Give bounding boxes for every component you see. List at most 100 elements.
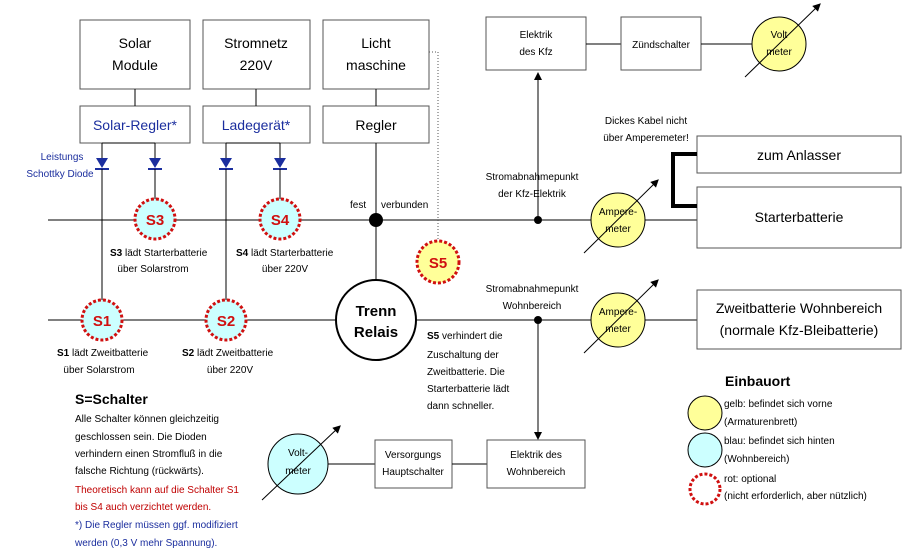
svg-text:meter: meter — [285, 466, 311, 477]
svg-text:S4: S4 — [271, 212, 290, 229]
svg-text:Starterbatterie lädt: Starterbatterie lädt — [427, 384, 509, 395]
svg-text:rot: optional: rot: optional — [724, 474, 776, 485]
svg-text:werden (0,3 V mehr Spannung).: werden (0,3 V mehr Spannung). — [74, 538, 217, 549]
svg-text:Elektrik des: Elektrik des — [510, 450, 562, 461]
svg-text:Solar-Regler*: Solar-Regler* — [93, 117, 178, 133]
legend-yellow: gelb: befindet sich vorne (Armaturenbret… — [687, 395, 833, 431]
svg-text:Starterbatterie: Starterbatterie — [755, 209, 844, 225]
diode-3 — [219, 158, 233, 170]
svg-text:Ladegerät*: Ladegerät* — [222, 117, 291, 133]
diode-4 — [273, 158, 287, 170]
svg-text:verbunden: verbunden — [381, 200, 428, 211]
svg-text:S5: S5 — [429, 255, 447, 272]
diode-1 — [95, 158, 109, 170]
s2-desc: S2 lädt Zweitbatterie — [182, 348, 274, 359]
svg-text:(normale Kfz-Bleibatterie): (normale Kfz-Bleibatterie) — [720, 322, 879, 338]
second-battery-box: Zweitbatterie Wohnbereich (normale Kfz-B… — [696, 289, 902, 350]
svg-text:fest: fest — [350, 200, 366, 211]
diode-2 — [148, 158, 162, 170]
svg-text:S1: S1 — [93, 313, 111, 330]
legend-red: rot: optional (nicht erforderlich, aber … — [688, 472, 867, 506]
svg-text:bis S4 auch verzichtet werden.: bis S4 auch verzichtet werden. — [75, 502, 211, 513]
main-switch-box: Versorgungs Hauptschalter — [374, 439, 453, 489]
alternator-regulator-box: Regler — [322, 105, 430, 144]
svg-text:Theoretisch kann auf die Schal: Theoretisch kann auf die Schalter S1 — [75, 485, 239, 496]
svg-text:über Amperemeter!: über Amperemeter! — [603, 133, 689, 144]
svg-text:über 220V: über 220V — [262, 264, 308, 275]
voltmeter-front: Volt meter — [744, 3, 821, 78]
switch-s2: S2 — [204, 298, 248, 342]
svg-text:über Solarstrom: über Solarstrom — [63, 365, 134, 376]
svg-text:220V: 220V — [240, 57, 273, 73]
s5-desc: S5 verhindert die — [427, 331, 503, 342]
svg-text:Versorgungs: Versorgungs — [385, 450, 441, 461]
svg-text:(Armaturenbrett): (Armaturenbrett) — [724, 417, 797, 428]
svg-text:Ampere-: Ampere- — [599, 207, 637, 218]
svg-text:meter: meter — [605, 224, 631, 235]
svg-text:Zündschalter: Zündschalter — [632, 40, 690, 51]
svg-text:Zuschaltung der: Zuschaltung der — [427, 350, 499, 361]
svg-text:Trenn: Trenn — [356, 303, 397, 320]
svg-text:Alle Schalter können gleichzei: Alle Schalter können gleichzeitig — [75, 414, 219, 425]
svg-text:Volt: Volt — [771, 30, 788, 41]
svg-text:(nicht erforderlich, aber nütz: (nicht erforderlich, aber nützlich) — [724, 491, 867, 502]
svg-text:geschlossen sein. Die Dioden: geschlossen sein. Die Dioden — [75, 432, 207, 443]
ammeter-wohn: Ampere- meter — [583, 279, 659, 354]
living-electrics-box: Elektrik des Wohnbereich — [486, 439, 586, 489]
svg-text:meter: meter — [605, 324, 631, 335]
svg-text:der Kfz-Elektrik: der Kfz-Elektrik — [498, 189, 567, 200]
svg-text:Schottky Diode: Schottky Diode — [26, 169, 94, 180]
svg-text:Elektrik: Elektrik — [520, 30, 554, 41]
svg-text:Wohnbereich: Wohnbereich — [503, 301, 562, 312]
charger-box: Ladegerät* — [202, 105, 311, 144]
switch-s3: S3 — [133, 197, 177, 241]
svg-text:über 220V: über 220V — [207, 365, 253, 376]
svg-text:falsche Richtung (rückwärts).: falsche Richtung (rückwärts). — [75, 466, 204, 477]
svg-text:Licht: Licht — [361, 35, 391, 51]
starter-box: zum Anlasser — [696, 135, 902, 174]
svg-text:Regler: Regler — [355, 117, 397, 133]
ignition-box: Zündschalter — [620, 16, 702, 71]
svg-text:Hauptschalter: Hauptschalter — [382, 467, 444, 478]
switch-s4: S4 — [258, 197, 302, 241]
switch-s5: S5 — [415, 239, 461, 285]
svg-text:über Solarstrom: über Solarstrom — [117, 264, 188, 275]
svg-text:Ampere-: Ampere- — [599, 307, 637, 318]
svg-text:zum Anlasser: zum Anlasser — [757, 147, 841, 163]
starter-battery-box: Starterbatterie — [696, 186, 902, 249]
svg-text:(Wohnbereich): (Wohnbereich) — [724, 454, 789, 465]
separation-relay: Trenn Relais — [335, 279, 417, 361]
switch-s1: S1 — [80, 298, 124, 342]
svg-text:Module: Module — [112, 57, 158, 73]
diode-label: Leistungs — [41, 152, 84, 163]
notes-title: S=Schalter — [75, 391, 148, 407]
svg-text:S3: S3 — [146, 212, 164, 229]
svg-text:blau: befindet sich hinten: blau: befindet sich hinten — [724, 436, 835, 447]
svg-text:maschine: maschine — [346, 57, 406, 73]
tap-kfz-label: Stromabnahmepunkt — [486, 172, 579, 183]
tap-wohn-label: Stromabnahmepunkt — [486, 284, 579, 295]
svg-text:Wohnbereich: Wohnbereich — [507, 467, 566, 478]
s1-desc: S1 lädt Zweitbatterie — [57, 348, 149, 359]
svg-text:meter: meter — [766, 47, 792, 58]
kfz-electrics-box: Elektrik des Kfz — [485, 16, 587, 71]
svg-text:verhindern einen Stromfluß in: verhindern einen Stromfluß in die — [75, 449, 223, 460]
legend-blue: blau: befindet sich hinten (Wohnbereich) — [687, 432, 835, 468]
svg-text:*) Die Regler müssen ggf. modi: *) Die Regler müssen ggf. modifiziert — [75, 520, 238, 531]
solar-regulator-box: Solar-Regler* — [79, 105, 191, 144]
svg-text:dann schneller.: dann schneller. — [427, 401, 494, 412]
cable-note: Dickes Kabel nicht — [605, 116, 687, 127]
s4-desc: S4 lädt Starterbatterie — [236, 248, 334, 259]
svg-text:Volt-: Volt- — [288, 448, 308, 459]
svg-text:des Kfz: des Kfz — [519, 47, 552, 58]
voltmeter-rear: Volt- meter — [261, 425, 341, 501]
svg-text:Solar: Solar — [119, 35, 152, 51]
svg-text:Relais: Relais — [354, 324, 398, 341]
alternator-box: Licht maschine — [322, 19, 430, 90]
legend-title: Einbauort — [725, 373, 791, 389]
svg-text:gelb: befindet sich vorne: gelb: befindet sich vorne — [724, 399, 833, 410]
ammeter-kfz: Ampere- meter — [583, 179, 659, 254]
svg-text:S2: S2 — [217, 313, 235, 330]
svg-text:Zweitbatterie Wohnbereich: Zweitbatterie Wohnbereich — [716, 300, 882, 316]
